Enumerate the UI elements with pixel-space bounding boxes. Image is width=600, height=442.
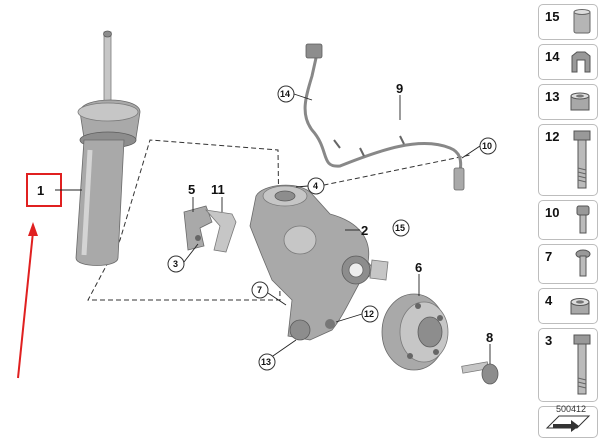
callout-5: 5	[188, 182, 195, 197]
callout-11: 11	[211, 182, 225, 197]
long-bolt-icon	[573, 334, 591, 395]
callout-9: 9	[396, 81, 403, 96]
sidebar-item-3[interactable]: 3	[538, 328, 598, 402]
sidebar-item-label: 15	[545, 9, 560, 24]
sidebar-item-label: 12	[545, 129, 560, 144]
callout-12: 12	[364, 309, 374, 319]
callout-15: 15	[395, 223, 405, 233]
clip-icon	[571, 51, 591, 73]
callout-8: 8	[486, 330, 493, 345]
sidebar-item-14[interactable]: 14	[538, 44, 598, 80]
bracket	[183, 205, 237, 253]
wheel-hub	[381, 293, 449, 371]
assembly-dashed-outline	[87, 139, 281, 301]
collar-nut-icon	[570, 92, 590, 111]
callout-6: 6	[415, 260, 422, 275]
callout-10: 10	[482, 141, 492, 151]
sidebar-item-label: 7	[545, 249, 553, 264]
sidebar-item-label: 13	[545, 89, 560, 104]
sidebar-item-7[interactable]: 7	[538, 244, 598, 284]
socket-bolt-icon	[576, 205, 590, 234]
callout-14: 14	[280, 89, 290, 99]
sidebar-item-label: 3	[545, 333, 553, 348]
parts-sidebar: 15 14 13 12 10 7	[538, 4, 598, 442]
sidebar-item-label: 14	[545, 49, 560, 64]
sidebar-item-label: 4	[545, 293, 553, 308]
callout-3: 3	[173, 259, 178, 269]
wheel-bolt	[461, 361, 499, 385]
sensor-dashed-line	[299, 154, 471, 191]
red-arrow	[17, 222, 38, 379]
callout-7: 7	[257, 285, 262, 295]
hex-bolt-icon	[573, 130, 591, 189]
callout-13: 13	[261, 357, 271, 367]
callout-2: 2	[361, 223, 368, 238]
abs-sensor-wire	[303, 43, 465, 191]
torx-bolt-icon	[575, 249, 591, 277]
shock-absorber	[75, 30, 141, 266]
sidebar-item-4[interactable]: 4	[538, 288, 598, 324]
callout-1: 1	[37, 183, 44, 198]
callout-4: 4	[313, 181, 318, 191]
sidebar-item-12[interactable]: 12	[538, 124, 598, 196]
hex-nut-icon	[570, 298, 590, 315]
sidebar-item-13[interactable]: 13	[538, 84, 598, 120]
sidebar-item-15[interactable]: 15	[538, 4, 598, 40]
steering-knuckle	[249, 184, 389, 341]
sidebar-item-10[interactable]: 10	[538, 200, 598, 240]
sleeve-icon	[573, 9, 591, 34]
sidebar-item-label: 10	[545, 205, 560, 220]
catalog-number: 500412	[556, 404, 587, 414]
parts-diagram: 1 5 11 3 2 4 7 13 12	[17, 30, 499, 385]
